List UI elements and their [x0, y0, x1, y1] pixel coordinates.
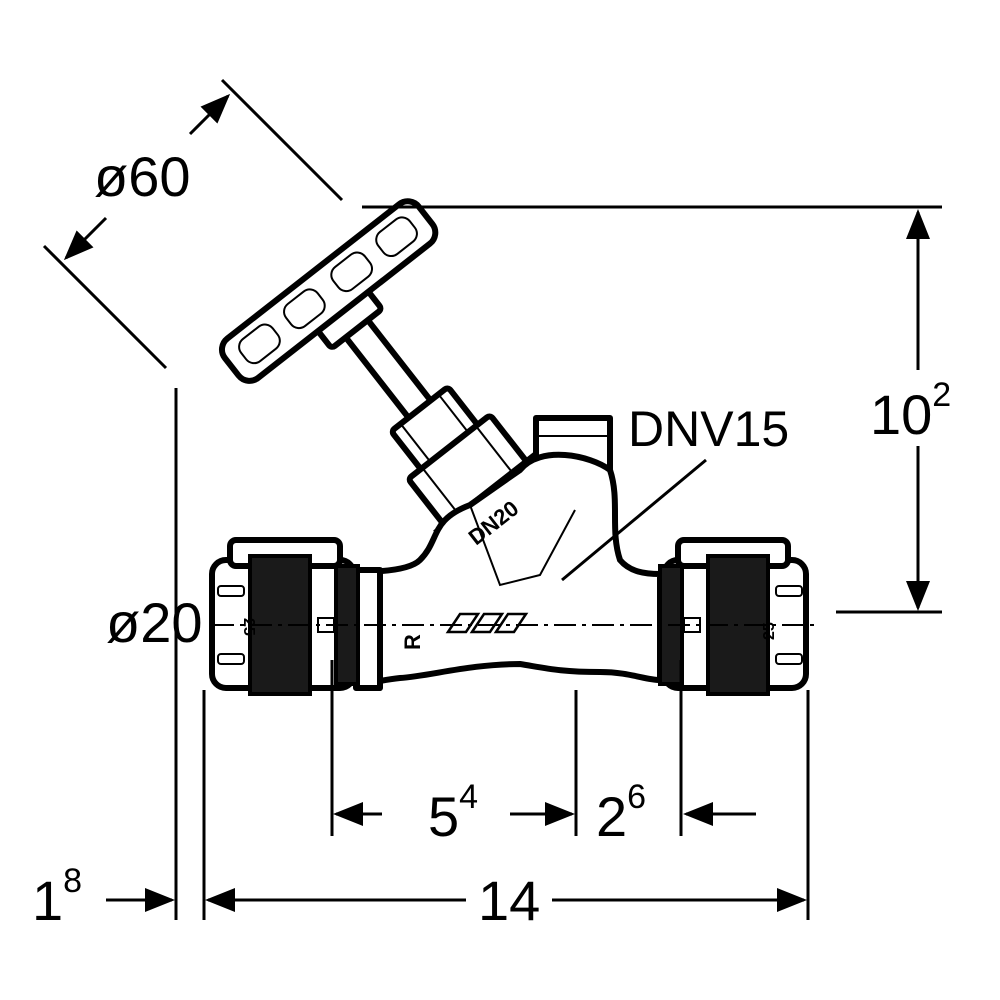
- flow-arrows: [445, 612, 529, 634]
- extension-lines: [174, 388, 810, 920]
- height-dimension: 102: [870, 376, 951, 446]
- overall-length-dimension: 14: [478, 869, 540, 932]
- model-label: DNV15: [628, 401, 789, 457]
- fitting-size-left: 25: [240, 618, 257, 636]
- fitting-size-right: 25: [761, 622, 778, 640]
- left-to-center-dimension: 54: [428, 778, 478, 848]
- left-offset-dimension: 18: [32, 862, 82, 932]
- brand-mark: R: [400, 634, 425, 650]
- model-leader: [561, 458, 707, 582]
- handwheel: [218, 198, 439, 384]
- center-to-right-dimension: 26: [596, 778, 646, 848]
- fitting-left: 25: [209, 537, 360, 696]
- pipe-diameter-label: ø20: [106, 591, 203, 654]
- valve-body: DN20 R: [353, 415, 663, 691]
- dim-handwheel-diameter: [42, 78, 344, 370]
- dim-height: [362, 205, 942, 614]
- handwheel-diameter-label: ø60: [94, 145, 191, 208]
